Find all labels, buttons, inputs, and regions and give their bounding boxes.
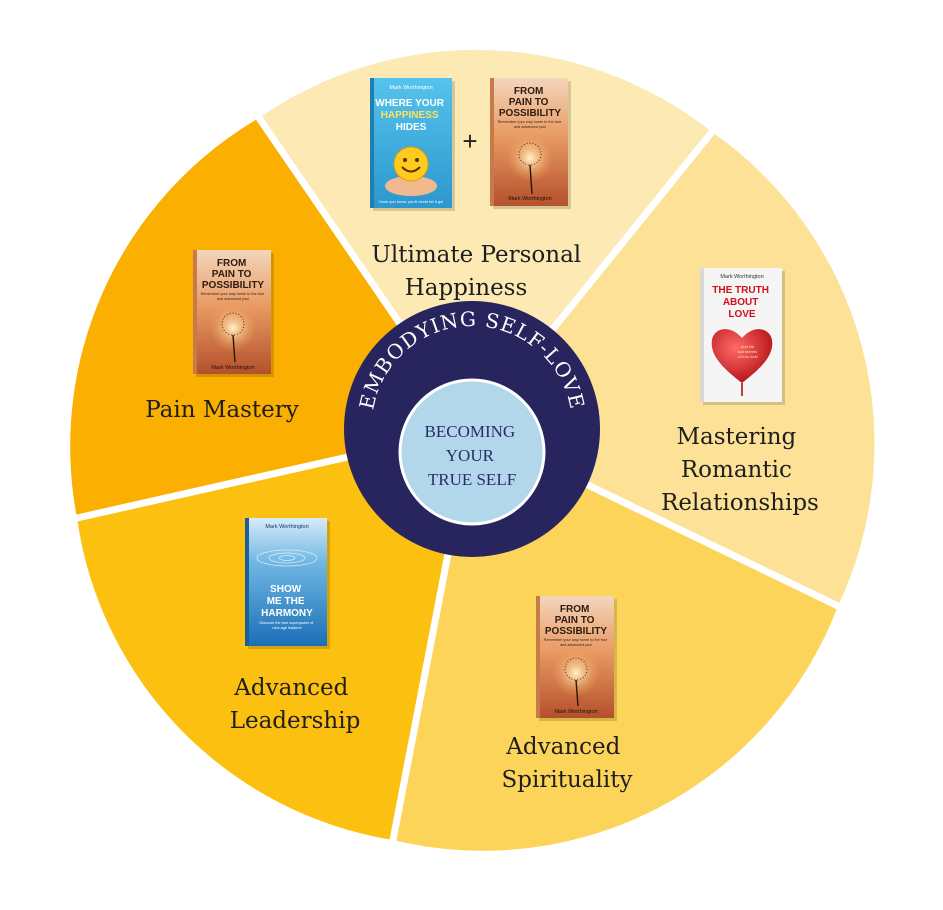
dandelion-icon [552,649,600,707]
smiley-icon [385,146,437,196]
center-subtitle: BECOMING YOUR TRUE SELF [425,422,520,489]
segment-label-pain-mastery: Pain Mastery [145,397,299,423]
svg-text:Once you know, you'll never le: Once you know, you'll never let it go! [379,199,444,204]
svg-text:Mark Worthington: Mark Worthington [720,274,763,280]
dandelion-icon [209,304,257,363]
svg-text:THE TRUTH ABOUT LO: THE TRUTH ABOUT LOVE [712,285,771,320]
book-show-me-the-harmony: Mark Worthington SHOW ME THE HARMONY Dis… [245,518,330,649]
segment-label-spirituality: Advanced Spirituality [502,734,633,793]
segment-label-relationships: Mastering Romantic Relationships [661,424,819,516]
svg-text:Mark Worthington: Mark Worthington [554,709,597,715]
svg-text:Remember your way home to the: Remember your way home to the true and a… [498,120,563,129]
svg-text:Remember your way home to the: Remember your way home to the true and a… [201,292,266,301]
book-from-pain-to-possibility-bottom: FROM PAIN TO POSSIBILITY Remember your w… [536,596,617,721]
svg-text:SHOW ME THE HARMON: SHOW ME THE HARMONY [261,584,313,619]
dandelion-icon [506,134,554,195]
svg-text:Mark Worthington: Mark Worthington [211,365,254,371]
book-where-your-happiness-hides: Mark Worthington WHERE YOUR HAPPINESS HI… [370,78,455,211]
segment-mastering-romantic-relationships [472,132,875,606]
book-the-truth-about-love: Mark Worthington THE TRUTH ABOUT LOVE An… [700,268,785,405]
water-ripple-icon [256,549,318,567]
book-from-pain-to-possibility-left: FROM PAIN TO POSSIBILITY Remember your w… [193,250,274,377]
svg-text:And the sad secrets: And the sad secrets of true love! [738,345,758,359]
segment-label-happiness: Ultimate Personal Happiness [372,242,589,301]
svg-text:FROM PAIN TO POSSI: FROM PAIN TO POSSIBILITY [545,604,608,637]
plus-icon: + [462,126,477,156]
segment-label-leadership: Advanced Leadership [230,675,361,734]
heart-icon [711,329,773,396]
svg-text:Mark Worthington: Mark Worthington [265,524,308,530]
center-inner-circle [398,378,546,526]
svg-text:Mark Worthington: Mark Worthington [508,196,551,202]
svg-text:Discover the true superpower o: Discover the true superpower of new-age … [260,621,315,630]
svg-text:WHERE YOUR HAPPINESS: WHERE YOUR HAPPINESS HIDES [375,98,447,133]
svg-text:FROM PAIN TO POSSI: FROM PAIN TO POSSIBILITY [499,86,562,119]
svg-text:Mark Worthington: Mark Worthington [389,85,432,91]
book-from-pain-to-possibility-top: FROM PAIN TO POSSIBILITY Remember your w… [490,78,571,209]
svg-text:Remember your way home to the: Remember your way home to the true and a… [544,638,609,647]
svg-text:FROM PAIN TO POSSI: FROM PAIN TO POSSIBILITY [202,258,265,291]
